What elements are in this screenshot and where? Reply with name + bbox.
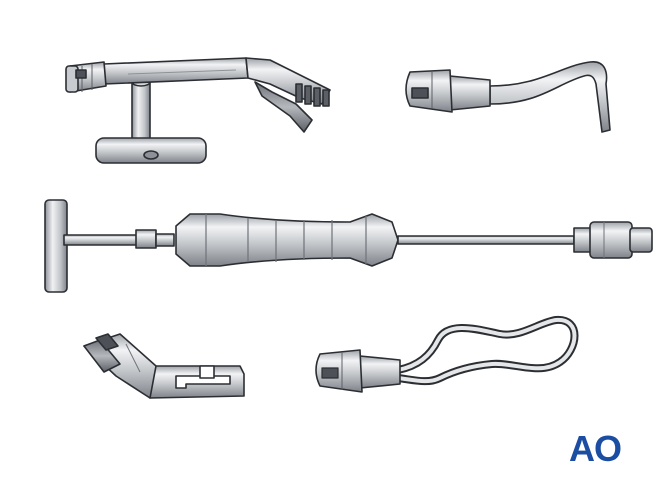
bent-hook-instrument-icon: [405, 61, 611, 133]
ao-logo: AO: [569, 428, 622, 469]
clamp-with-t-handle-icon: [65, 57, 331, 164]
loop-wire-instrument-icon: [315, 316, 579, 393]
slotted-plate-instrument-icon: [83, 333, 245, 399]
t-handle-extractor-icon: [44, 199, 653, 293]
